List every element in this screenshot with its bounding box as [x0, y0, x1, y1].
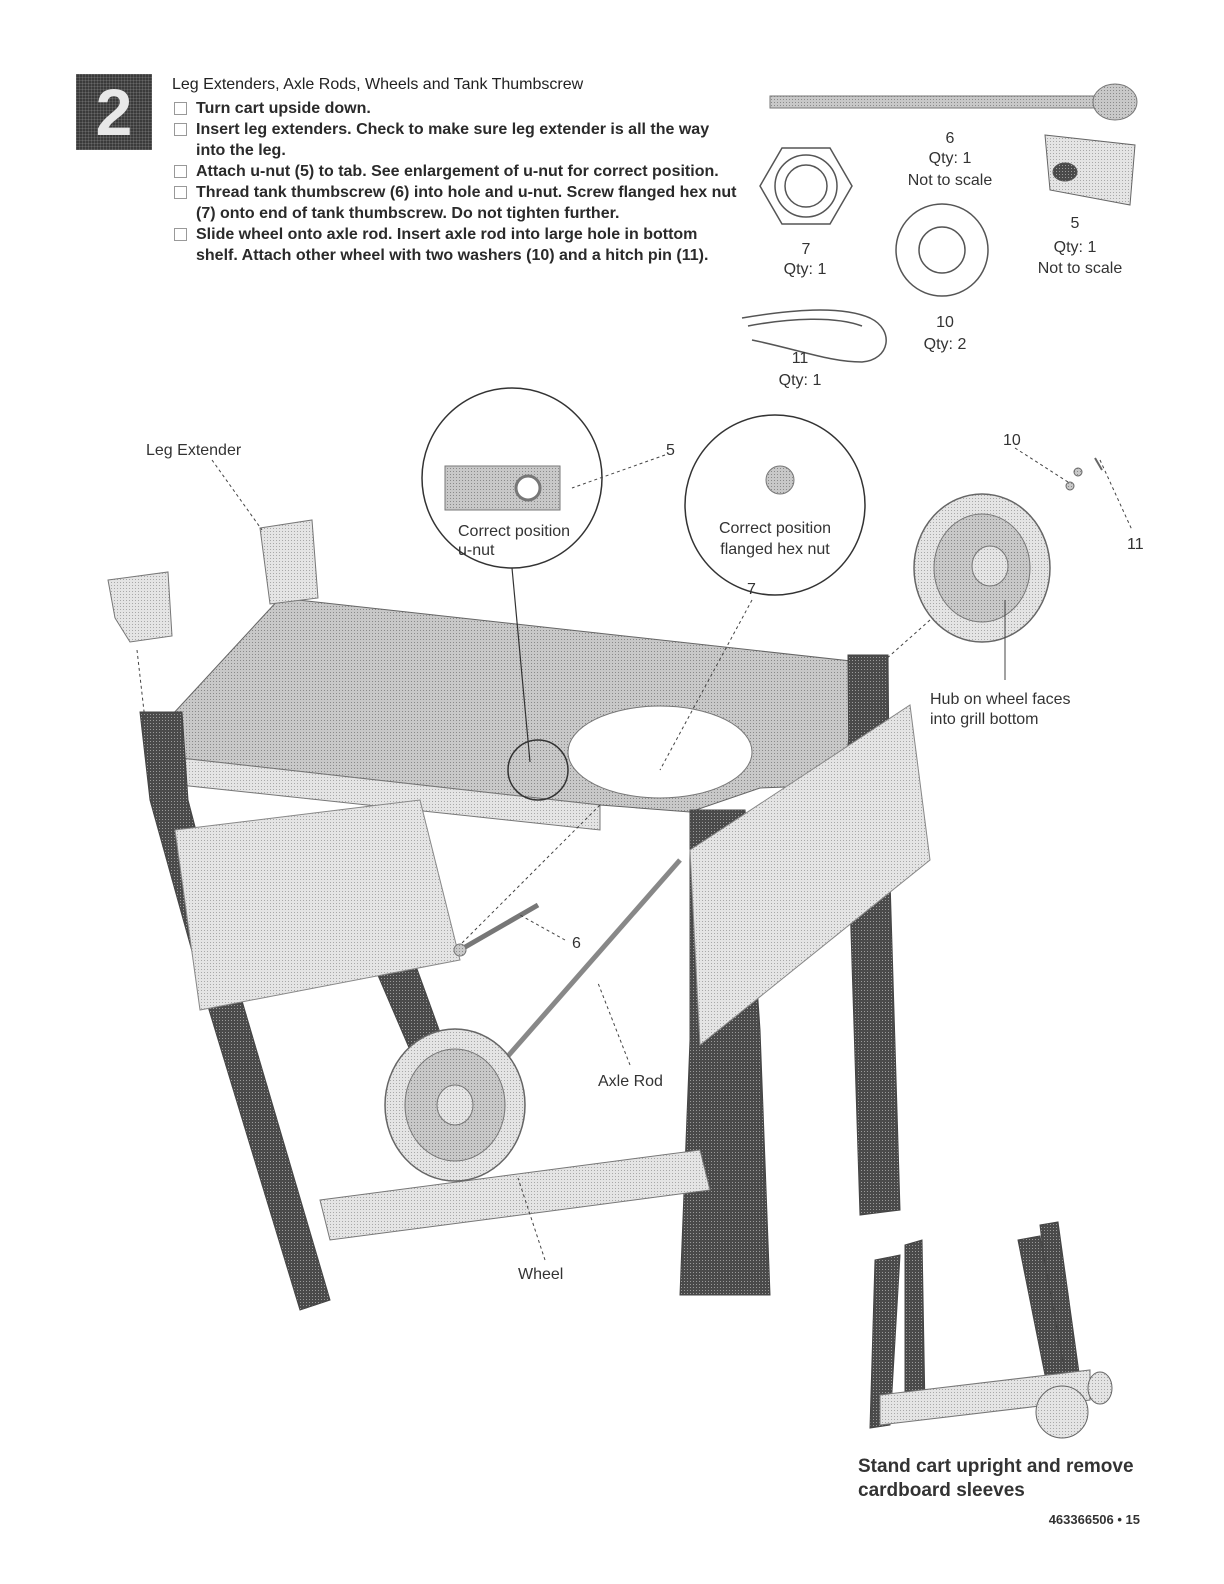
step-badge: [76, 74, 152, 150]
part-5-number: 5: [1070, 215, 1080, 232]
part-5-u-nut: [1044, 134, 1136, 206]
callout-5-label: 5: [666, 442, 675, 459]
step-number: 2: [95, 75, 133, 149]
hub-note-line1: Hub on wheel faces: [930, 691, 1071, 708]
hub-note-line2: into grill bottom: [930, 711, 1039, 728]
page-number: 463366506 • 15: [1048, 1512, 1140, 1527]
step-title: Leg Extenders, Axle Rods, Wheels and Tan…: [172, 76, 584, 93]
checkbox-icon[interactable]: [174, 186, 187, 199]
part-6-thumbscrew: [769, 83, 1138, 121]
callout-6-label: 6: [572, 935, 581, 952]
cart-illustration: [107, 457, 1103, 1311]
checklist-item: Thread tank thumbscrew (6) into hole and…: [172, 182, 742, 224]
checkbox-icon[interactable]: [174, 165, 187, 178]
part-6-qty: Qty: 1: [928, 150, 972, 167]
hexnut-caption-line2: flanged hex nut: [720, 541, 830, 558]
part-10-qty: Qty: 2: [923, 336, 967, 353]
callout-7-label: 7: [747, 581, 756, 598]
checklist-item: Insert leg extenders. Check to make sure…: [172, 119, 742, 161]
unut-caption-line2: u-nut: [458, 542, 495, 559]
callout-10-label: 10: [1003, 432, 1021, 449]
part-7-qty: Qty: 1: [783, 261, 827, 278]
part-11-number: 11: [791, 350, 809, 367]
part-5-qty: Qty: 1: [1053, 239, 1097, 256]
hexnut-caption-line1: Correct position: [718, 520, 832, 537]
part-6-number: 6: [945, 130, 955, 147]
part-11-qty: Qty: 1: [778, 372, 822, 389]
checkbox-icon[interactable]: [174, 228, 187, 241]
part-6-note: Not to scale: [907, 172, 993, 189]
leg-extender-label: Leg Extender: [146, 442, 242, 459]
checklist-item: Slide wheel onto axle rod. Insert axle r…: [172, 224, 742, 266]
part-11-hitch-pin: [741, 309, 887, 363]
part-7-number: 7: [801, 241, 811, 258]
unut-callout: [421, 387, 603, 801]
checklist-item: Turn cart upside down.: [172, 98, 742, 119]
axle-rod-label: Axle Rod: [598, 1073, 663, 1090]
upright-caption: Stand cart upright and remove cardboard …: [858, 1456, 1134, 1501]
callout-11-label: 11: [1127, 536, 1144, 553]
part-10-washer: [895, 203, 989, 297]
upright-cart-thumbnail: [869, 1221, 1113, 1439]
checkbox-icon[interactable]: [174, 123, 187, 136]
checkbox-icon[interactable]: [174, 102, 187, 115]
wheel-label: Wheel: [518, 1266, 564, 1283]
part-10-number: 10: [936, 314, 954, 331]
checklist-item: Attach u-nut (5) to tab. See enlargement…: [172, 161, 742, 182]
hexnut-callout: [684, 414, 866, 596]
leader-lines: [136, 447, 1133, 1261]
unut-caption-line1: Correct position: [458, 523, 571, 540]
step-checklist: Turn cart upside down. Insert leg extend…: [172, 98, 742, 266]
part-7-hex-nut: [759, 147, 853, 225]
part-5-note: Not to scale: [1037, 260, 1123, 277]
